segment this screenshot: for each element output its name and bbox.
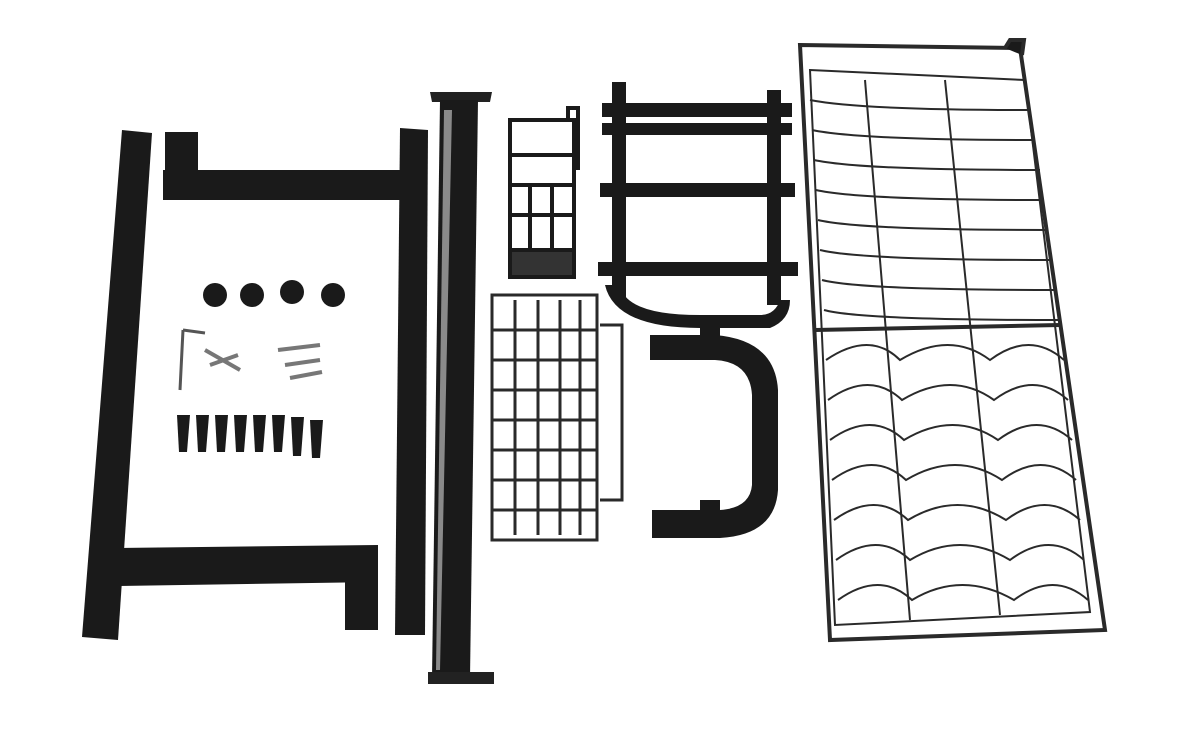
knob [321,283,345,307]
c-hook [650,325,778,538]
feet-knobs [203,280,345,307]
long-post [428,92,494,684]
left-leg-frame [82,128,428,640]
wire-basket [490,293,624,542]
bottom-foot [345,580,378,630]
utensil-holder [508,106,580,279]
top-foot [165,132,198,170]
clips [177,415,323,458]
knob [203,283,227,307]
right-leg [395,128,428,635]
dish-rack [797,38,1108,643]
bottom-crossbar [118,545,378,586]
screws [204,343,323,380]
towel-rack [598,82,798,328]
top-crossbar [163,170,402,200]
knob [280,280,304,304]
allen-wrench [178,328,206,391]
left-leg [82,130,152,640]
knob [240,283,264,307]
